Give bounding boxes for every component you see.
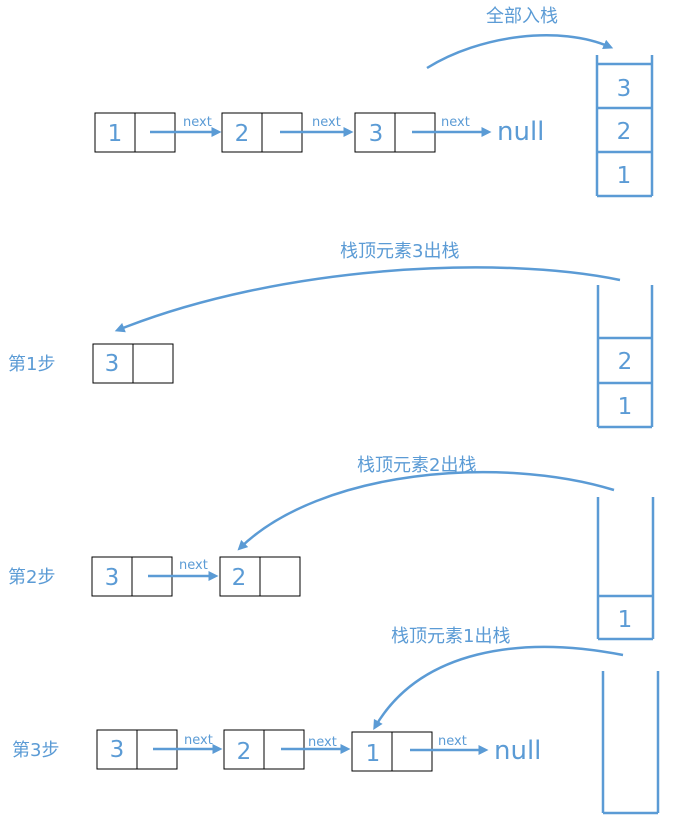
stack-step2: 1 (596, 497, 655, 641)
node-value-box (91, 556, 133, 597)
step2-label: 第2步 (8, 567, 55, 588)
stack-item: 3 (617, 76, 632, 102)
node-value-box (92, 343, 134, 384)
node-next-box (391, 731, 433, 772)
step1-list: 3 (92, 343, 174, 384)
node-value: 2 (237, 739, 252, 765)
next-label: next (183, 115, 212, 130)
stack-item: 2 (618, 349, 633, 375)
initial-list: 1 next 2 next 3 next null (94, 112, 544, 153)
stack-item: 2 (617, 119, 632, 145)
stack-step3-empty (601, 671, 660, 815)
stack-full: 3 2 1 (595, 55, 654, 198)
step3-label: 第3步 (12, 740, 59, 761)
next-label: next (438, 734, 467, 749)
next-label: next (441, 115, 470, 130)
pop2-arrow (237, 470, 615, 551)
node-value: 1 (108, 121, 123, 147)
node-next-box (259, 556, 301, 597)
pop1-arrow (373, 645, 624, 731)
list-node-1: 1 (94, 112, 176, 153)
pop3-label: 栈顶元素3出栈 (340, 241, 459, 262)
stack-item: 1 (618, 607, 633, 633)
step2-list: 3 next 2 (91, 556, 301, 597)
node-value: 3 (369, 121, 384, 147)
pop2-label: 栈顶元素2出栈 (357, 455, 476, 476)
null-label: null (494, 736, 541, 766)
null-label: null (497, 117, 544, 147)
next-label: next (179, 558, 208, 573)
next-label: next (308, 735, 337, 750)
node-value: 3 (110, 737, 125, 763)
pop3-arrow (114, 266, 621, 333)
push-all-label: 全部入栈 (486, 6, 558, 27)
step1-label: 第1步 (8, 354, 55, 375)
node-value: 1 (366, 741, 381, 767)
next-label: next (312, 115, 341, 130)
stack-item: 1 (618, 394, 633, 420)
node-value: 3 (105, 565, 120, 591)
node-value: 2 (235, 121, 250, 147)
pop1-label: 栈顶元素1出栈 (391, 626, 510, 647)
node-value-box (221, 112, 263, 153)
node-value-box (223, 729, 265, 770)
stack-item: 1 (617, 163, 632, 189)
node-value: 3 (105, 351, 120, 377)
stack-step1: 2 1 (596, 285, 654, 429)
push-all-arrow (426, 34, 614, 70)
step3-list: 3 next 2 next 1 next null (96, 729, 541, 772)
node-value: 2 (232, 565, 247, 591)
node-value-box (94, 112, 136, 153)
node-next-box (132, 343, 174, 384)
next-label: next (184, 733, 213, 748)
